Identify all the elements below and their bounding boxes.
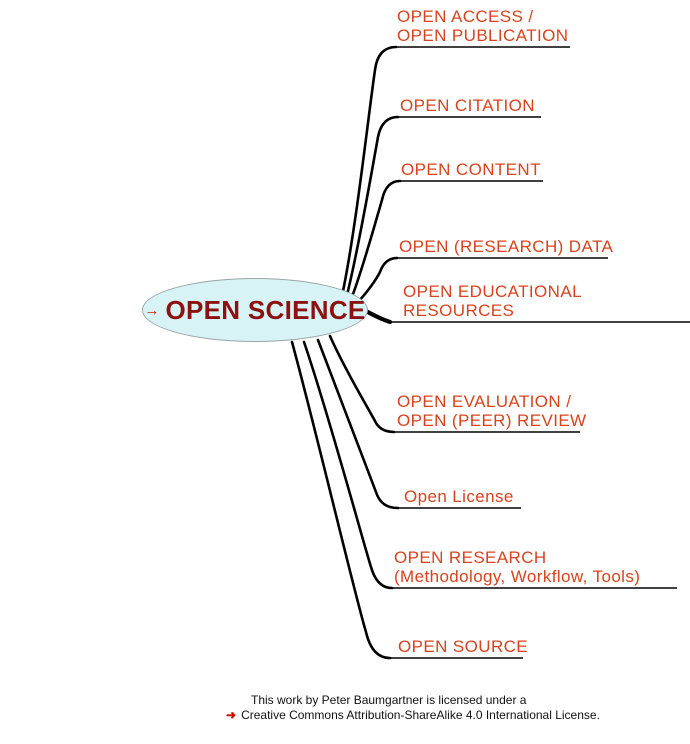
branch-curve-open-citation xyxy=(344,115,400,301)
branch-curve-open-research-data xyxy=(354,256,399,306)
node-open-citation[interactable]: OPEN CITATION xyxy=(400,96,535,115)
branch-curve-open-access xyxy=(340,45,398,298)
branch-curve-open-source xyxy=(290,340,392,660)
branch-curve-open-license xyxy=(316,338,400,510)
node-open-source[interactable]: OPEN SOURCE xyxy=(398,637,529,656)
license-arrow-icon: ➜ xyxy=(226,708,237,722)
root-arrow-icon: → xyxy=(144,301,160,319)
branch-curve-open-evaluation xyxy=(328,334,396,434)
license-note: This work by Peter Baumgartner is licens… xyxy=(226,693,600,723)
root-node-open-science[interactable]: → OPEN SCIENCE xyxy=(142,278,368,342)
node-open-evaluation[interactable]: OPEN EVALUATION / OPEN (PEER) REVIEW xyxy=(397,392,587,430)
node-open-license[interactable]: Open License xyxy=(404,487,514,506)
node-open-educational-resources[interactable]: OPEN EDUCATIONAL RESOURCES xyxy=(403,282,582,320)
license-link[interactable]: Creative Commons Attribution-ShareAlike … xyxy=(241,708,600,722)
branch-curve-open-research xyxy=(302,340,394,590)
node-open-content[interactable]: OPEN CONTENT xyxy=(401,160,541,179)
node-open-access[interactable]: OPEN ACCESS / OPEN PUBLICATION xyxy=(397,7,569,45)
license-text-line1: This work by Peter Baumgartner is licens… xyxy=(251,693,527,707)
branch-curve-open-content xyxy=(348,179,402,304)
root-node-label: OPEN SCIENCE xyxy=(165,294,366,325)
node-open-research-data[interactable]: OPEN (RESEARCH) DATA xyxy=(399,237,614,256)
node-open-research[interactable]: OPEN RESEARCH (Methodology, Workflow, To… xyxy=(394,548,641,586)
